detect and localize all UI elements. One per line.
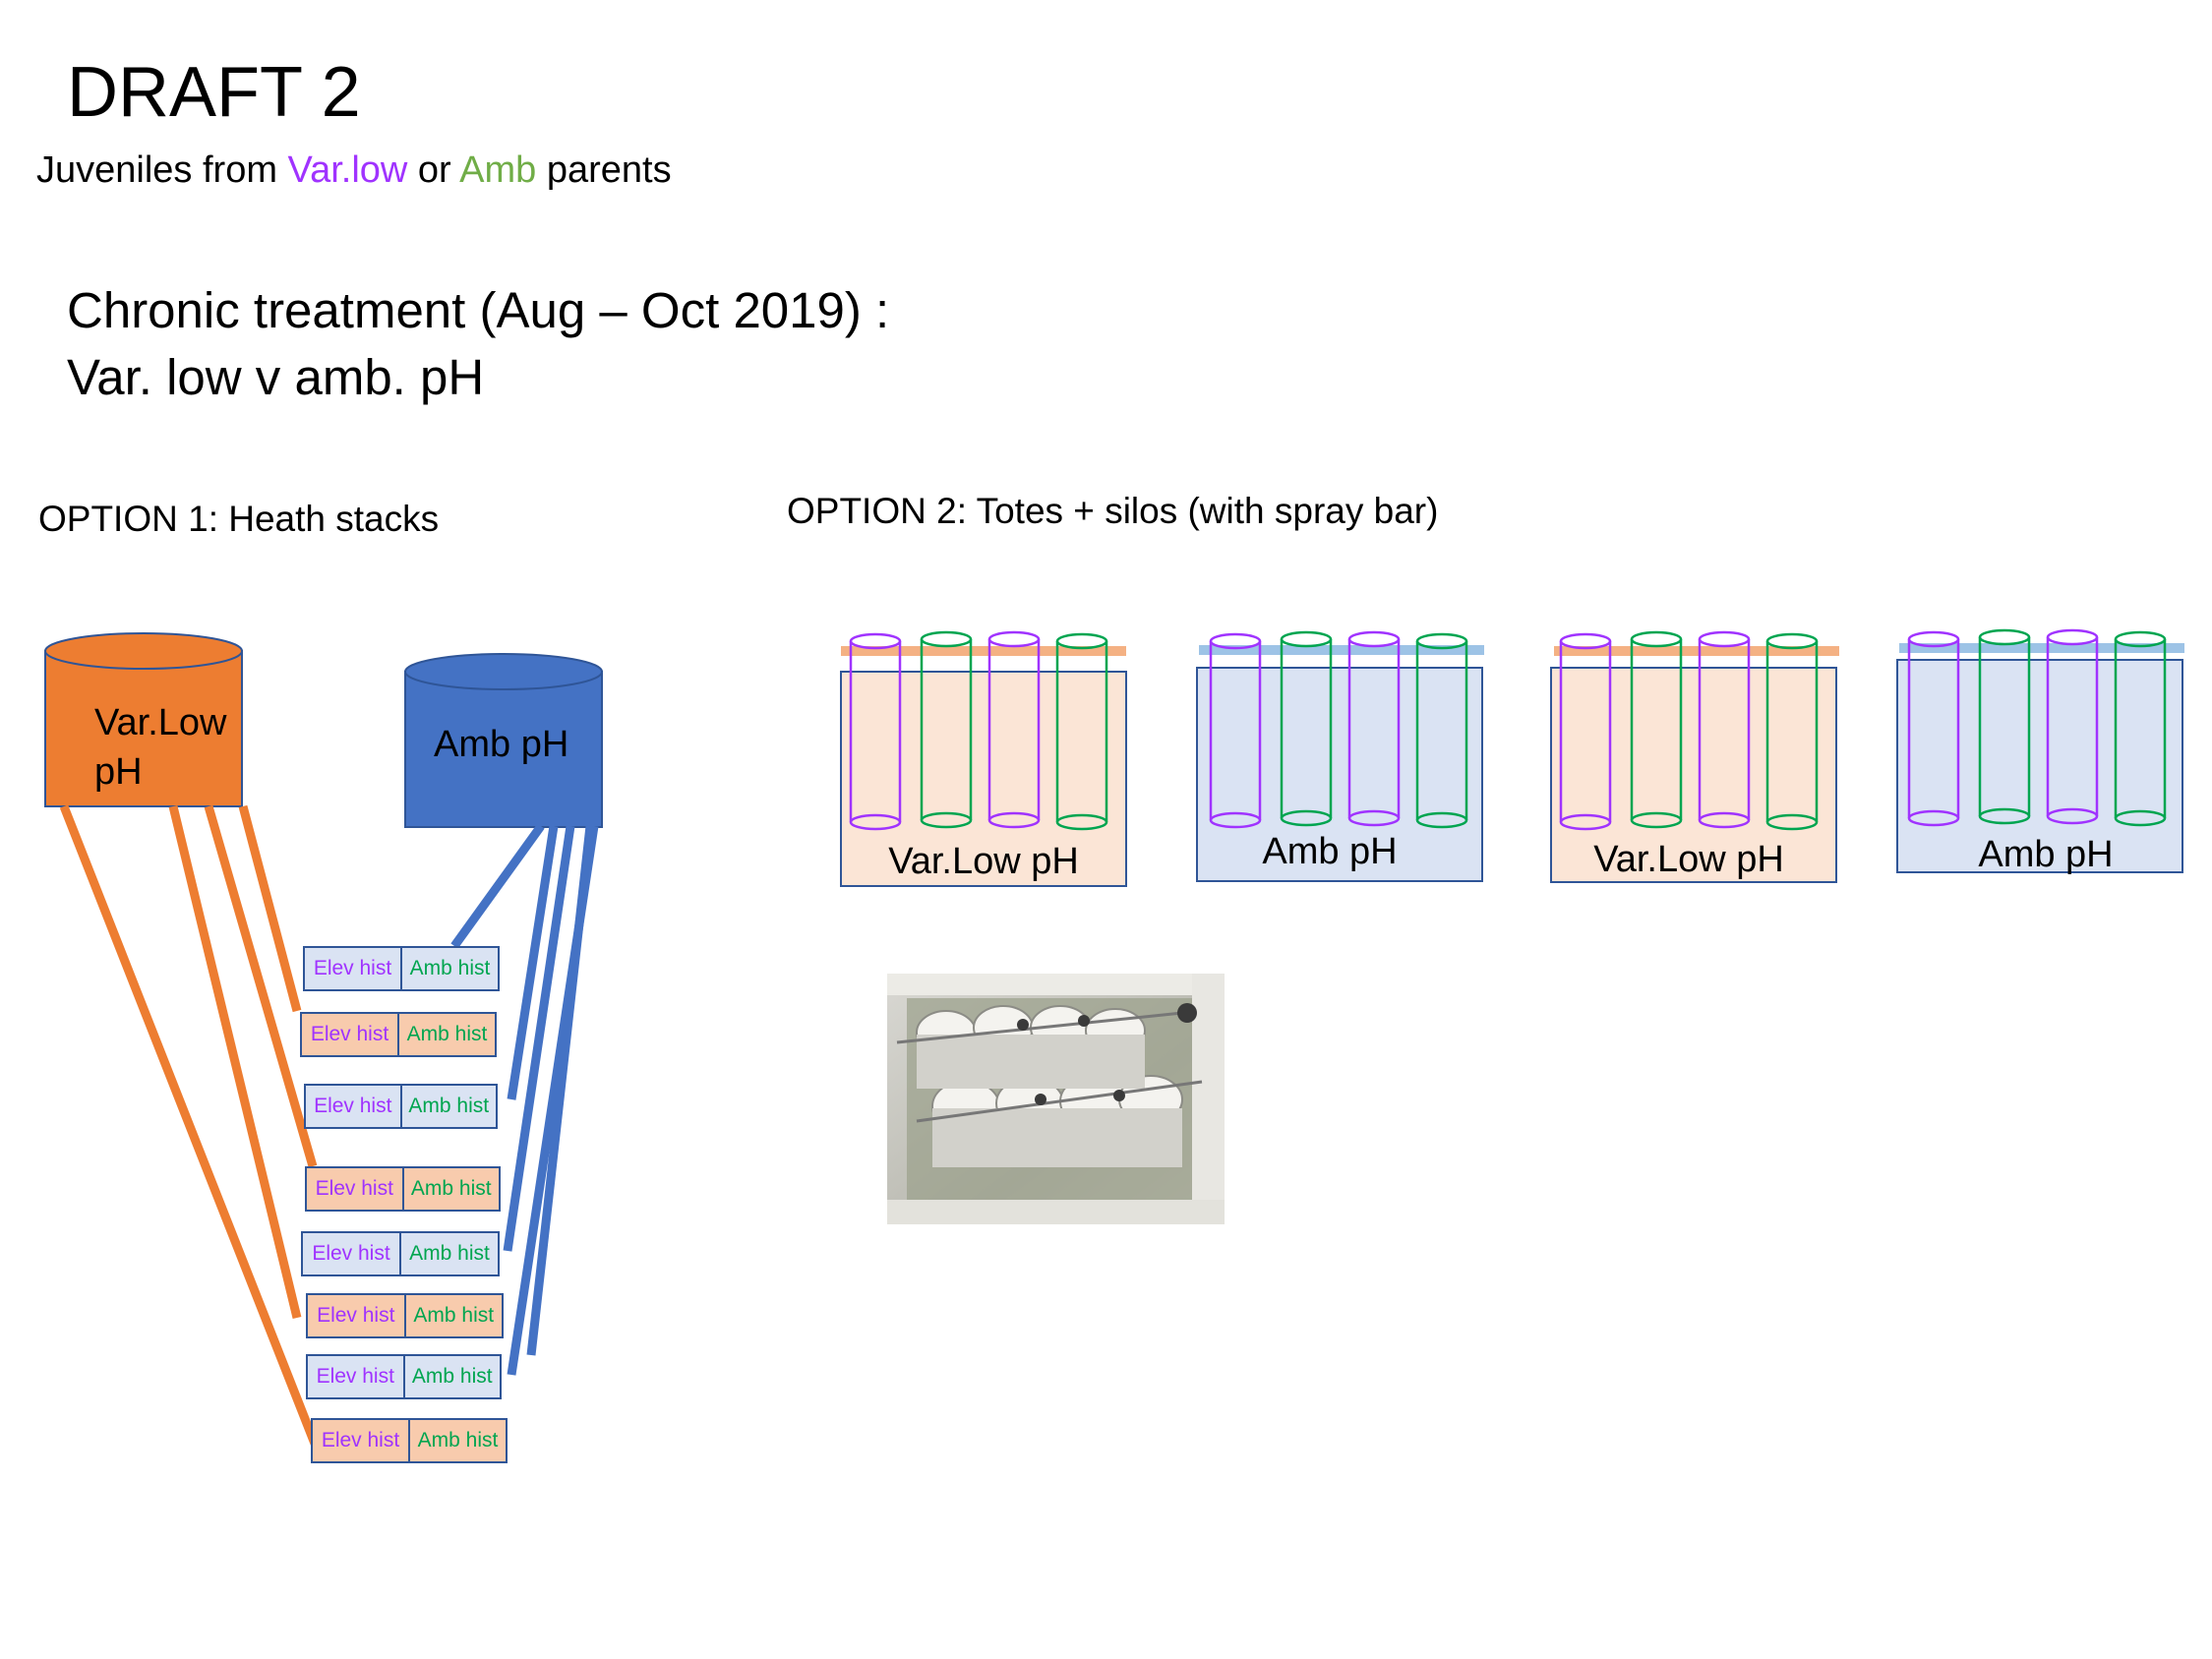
stack-elev-hist: Elev hist (305, 948, 402, 989)
stack-amb-hist: Amb hist (410, 1177, 492, 1200)
subtitle-middle: or (407, 149, 460, 191)
silo (1978, 628, 2031, 825)
tote-amb (1196, 630, 1484, 882)
heath-stack-tray: Elev hist Amb hist (306, 1293, 504, 1338)
silo (920, 630, 973, 829)
subtitle-var-low: Var.low (287, 149, 408, 191)
stack-elev-hist: Elev hist (307, 1168, 404, 1210)
stack-amb-hist: Amb hist (413, 1304, 495, 1327)
stack-amb-hist: Amb hist (417, 1429, 499, 1452)
option2-label: OPTION 2: Totes + silos (with spray bar) (787, 491, 1439, 531)
silo (1907, 630, 1960, 827)
heath-stack-tray: Elev hist Amb hist (305, 1166, 501, 1212)
silo (1698, 630, 1751, 829)
silo (849, 632, 902, 831)
subtitle: Juveniles from Var.low or Amb parents (36, 149, 672, 192)
subtitle-suffix: parents (536, 149, 672, 191)
pipes-amb (450, 823, 599, 1376)
stack-amb-hist: Amb hist (406, 1023, 488, 1045)
silo (987, 630, 1041, 829)
heath-stack-tray: Elev hist Amb hist (300, 1012, 497, 1057)
stack-amb-hist: Amb hist (409, 957, 491, 979)
heath-stack-tray: Elev hist Amb hist (303, 946, 500, 991)
pipes-varlow (59, 804, 320, 1446)
option1-label: OPTION 1: Heath stacks (38, 499, 440, 539)
subtitle-amb: Amb (459, 149, 537, 191)
stack-elev-hist: Elev hist (302, 1014, 399, 1055)
stack-elev-hist: Elev hist (308, 1295, 406, 1336)
silo (1559, 632, 1612, 831)
heath-stack-tray: Elev hist Amb hist (306, 1354, 502, 1399)
stack-elev-hist: Elev hist (303, 1233, 401, 1274)
page-title: DRAFT 2 (67, 53, 361, 132)
tote-label: Amb pH (1978, 834, 2114, 875)
stack-amb-hist: Amb hist (411, 1365, 493, 1388)
stack-elev-hist: Elev hist (306, 1086, 402, 1127)
silo (1280, 630, 1333, 827)
tote-varlow (840, 630, 1127, 887)
chronic-line-2: Var. low v amb. pH (67, 349, 485, 405)
tote-label: Var.Low pH (888, 841, 1079, 882)
silo (1765, 632, 1819, 831)
heath-stack-tray: Elev hist Amb hist (301, 1231, 500, 1276)
tote-label: Amb pH (1262, 831, 1398, 872)
silo (1209, 632, 1262, 829)
silo (1630, 630, 1683, 829)
stack-amb-hist: Amb hist (408, 1095, 490, 1117)
subtitle-prefix: Juveniles from (36, 149, 288, 191)
heath-stack-tray: Elev hist Amb hist (311, 1418, 508, 1463)
chronic-line-1: Chronic treatment (Aug – Oct 2019) : (67, 282, 890, 338)
silo (1347, 630, 1401, 827)
silo (1415, 632, 1468, 829)
photo-illustration (887, 974, 1225, 1224)
tote-label: Var.Low pH (1593, 839, 1784, 880)
tank-varlow-label: Var.Low pH (94, 698, 226, 797)
chronic-treatment-heading: Chronic treatment (Aug – Oct 2019) : Var… (67, 277, 889, 411)
silo (1055, 632, 1108, 831)
tote-amb (1896, 628, 2184, 873)
heath-stack-tray: Elev hist Amb hist (304, 1084, 498, 1129)
tank-varlow-label-line1: Var.Low (94, 702, 227, 743)
tank-amb (404, 653, 603, 828)
stack-elev-hist: Elev hist (308, 1356, 405, 1397)
tote-silos-photo (887, 974, 1225, 1224)
stack-amb-hist: Amb hist (409, 1242, 490, 1265)
silo (2114, 630, 2167, 827)
tote-varlow (1550, 630, 1839, 883)
silo (2046, 628, 2099, 825)
tank-amb-label: Amb pH (434, 724, 569, 765)
stack-elev-hist: Elev hist (313, 1420, 410, 1461)
tank-varlow-label-line2: pH (94, 751, 143, 793)
tank-varlow (44, 632, 243, 807)
